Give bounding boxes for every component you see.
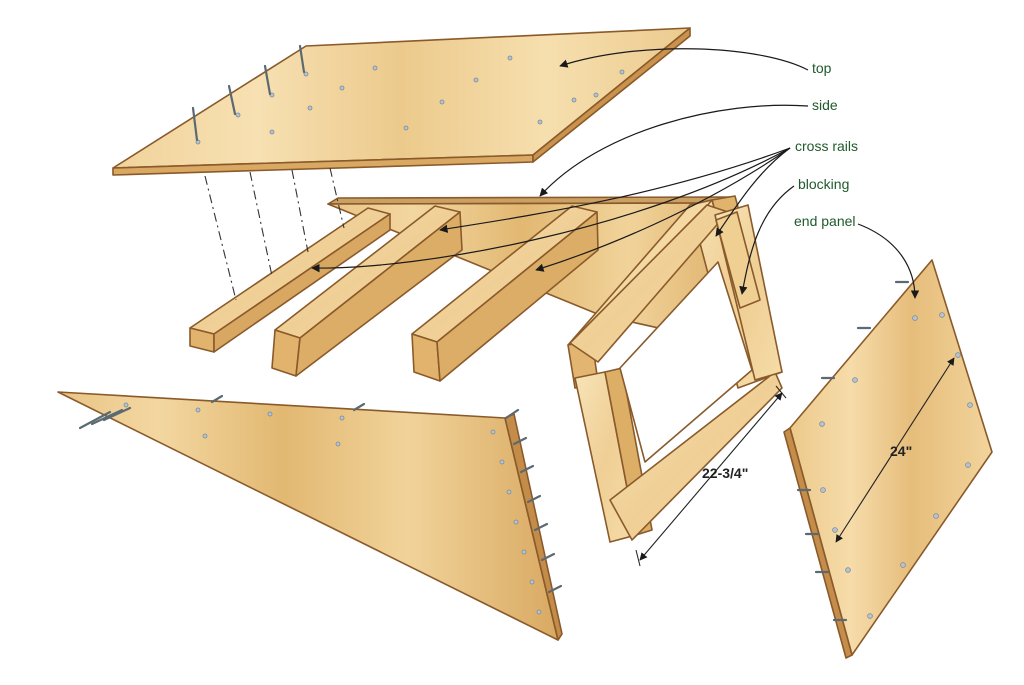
cross-rail-1 <box>189 207 391 353</box>
end-panel-screw-holes <box>819 312 973 619</box>
cross-rail-2 <box>271 205 463 377</box>
label-top: top <box>812 60 832 76</box>
alignment-lines <box>204 167 345 301</box>
dimension-22-3-4: 22-3/4" <box>635 385 787 567</box>
end-panel <box>783 259 993 659</box>
dimension-label-panel-width: 24" <box>890 443 912 459</box>
top-screw-holes <box>195 55 625 145</box>
dimension-24: 24" <box>835 357 955 543</box>
callout-leaders <box>311 48 920 299</box>
label-side: side <box>812 97 838 113</box>
triangle-screw-holes <box>123 402 542 615</box>
side-triangle-panel <box>57 391 563 641</box>
end-panel-screws <box>796 280 910 622</box>
top-screws <box>191 44 306 142</box>
dimension-label-frame-width: 22-3/4" <box>702 465 748 481</box>
label-cross-rails: cross rails <box>795 138 858 154</box>
triangle-screws <box>78 394 563 594</box>
cross-rail-3 <box>411 205 599 382</box>
label-end-panel: end panel <box>794 213 856 229</box>
callout-labels: top side cross rails blocking end panel <box>794 60 858 229</box>
label-blocking: blocking <box>798 176 849 192</box>
top-panel <box>112 27 691 176</box>
